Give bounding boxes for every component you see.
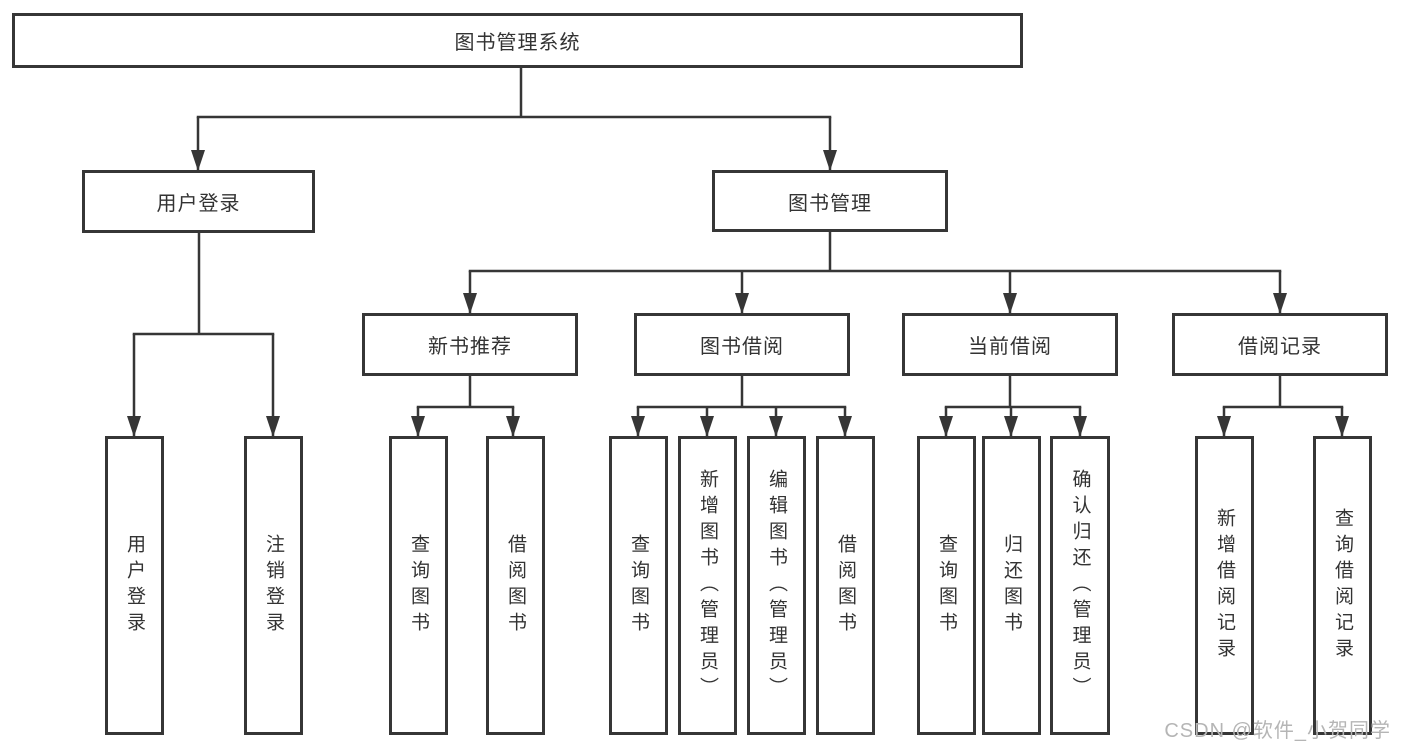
leaf-label: 注销登录 bbox=[263, 533, 284, 638]
node-label: 借阅记录 bbox=[1238, 336, 1322, 358]
leaf-label: 借阅图书 bbox=[835, 533, 856, 638]
node-label: 新书推荐 bbox=[428, 336, 512, 358]
leaf-query-borrow-record: 查询借阅记录 bbox=[1313, 436, 1372, 735]
node-label: 用户登录 bbox=[156, 193, 241, 215]
node-user-login: 用户登录 bbox=[82, 170, 315, 233]
leaf-label: 查询借阅记录 bbox=[1332, 507, 1353, 664]
leaf-query-book-recommend: 查询图书 bbox=[389, 436, 448, 735]
node-library-management-system: 图书管理系统 bbox=[12, 13, 1023, 68]
leaf-confirm-return-admin: 确认归还（管理员） bbox=[1050, 436, 1110, 735]
leaf-query-book: 查询图书 bbox=[609, 436, 668, 735]
leaf-edit-book-admin: 编辑图书（管理员） bbox=[747, 436, 806, 735]
node-book-borrow: 图书借阅 bbox=[634, 313, 850, 376]
csdn-watermark: CSDN @软件_小贺同学 bbox=[1164, 720, 1391, 742]
node-current-borrow: 当前借阅 bbox=[902, 313, 1118, 376]
leaf-borrow-book: 借阅图书 bbox=[816, 436, 875, 735]
leaf-label: 新增图书（管理员） bbox=[697, 468, 718, 703]
leaf-label: 编辑图书（管理员） bbox=[766, 468, 787, 703]
leaf-return-book: 归还图书 bbox=[982, 436, 1041, 735]
leaf-add-borrow-record: 新增借阅记录 bbox=[1195, 436, 1254, 735]
node-label: 当前借阅 bbox=[968, 336, 1052, 358]
leaf-logout: 注销登录 bbox=[244, 436, 303, 735]
node-label: 图书管理 bbox=[788, 192, 872, 215]
leaf-label: 归还图书 bbox=[1001, 533, 1022, 638]
leaf-label: 借阅图书 bbox=[505, 533, 526, 638]
leaf-user-login: 用户登录 bbox=[105, 436, 164, 735]
leaf-label: 新增借阅记录 bbox=[1214, 507, 1235, 664]
node-label: 图书借阅 bbox=[700, 336, 784, 358]
leaf-label: 确认归还（管理员） bbox=[1069, 468, 1091, 703]
node-borrow-records: 借阅记录 bbox=[1172, 313, 1388, 376]
node-label: 图书管理系统 bbox=[454, 32, 581, 54]
leaf-label: 查询图书 bbox=[936, 533, 957, 638]
leaf-borrow-book-recommend: 借阅图书 bbox=[486, 436, 545, 735]
leaf-add-book-admin: 新增图书（管理员） bbox=[678, 436, 737, 735]
leaf-label: 查询图书 bbox=[628, 533, 649, 638]
node-new-book-recommend: 新书推荐 bbox=[362, 313, 578, 376]
node-book-management: 图书管理 bbox=[712, 170, 948, 232]
leaf-label: 用户登录 bbox=[124, 533, 145, 638]
leaf-query-book-current: 查询图书 bbox=[917, 436, 976, 735]
leaf-label: 查询图书 bbox=[408, 533, 429, 638]
